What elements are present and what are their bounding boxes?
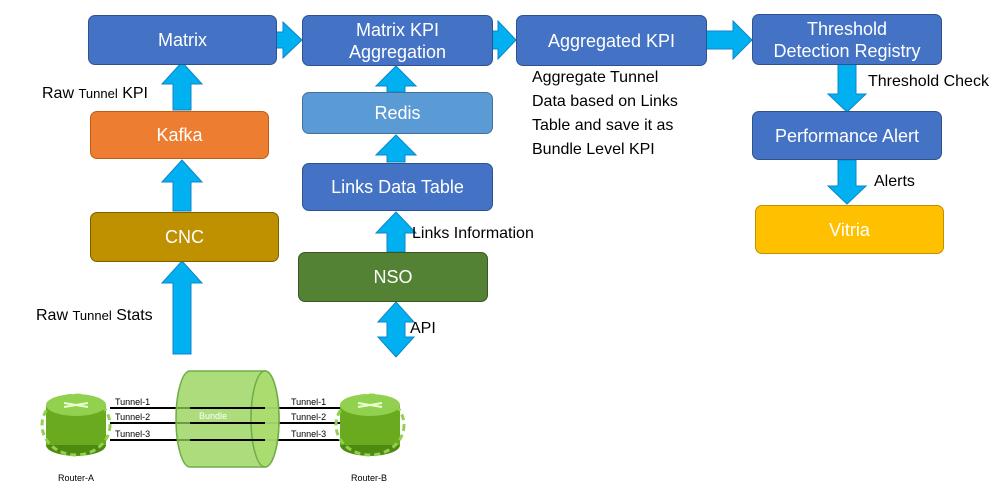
bundle-label: Bundle: [199, 411, 228, 421]
router-b-label: Router-B: [351, 473, 388, 483]
performance-alert-label: Performance Alert: [774, 125, 920, 146]
tunnel-left-1: Tunnel-1: [115, 397, 151, 407]
router-icon: [40, 393, 112, 457]
aggregated-kpi-label: Aggregated KPI: [547, 30, 676, 51]
arrow-down-icon: [826, 63, 868, 113]
router-icon: [334, 393, 406, 457]
label-part: Raw: [42, 85, 75, 102]
note-line: Aggregate Tunnel: [532, 69, 659, 86]
double-arrow-icon: [376, 301, 416, 358]
links-information-label: Links Information: [412, 225, 534, 242]
kafka-label: Kafka: [156, 125, 203, 145]
api-label: API: [410, 320, 436, 337]
cnc-label: CNC: [165, 227, 204, 247]
matrix-kpi-label-line1: Matrix KPI: [355, 19, 439, 40]
note-line: Data based on Links: [532, 93, 678, 110]
vitria-node: Vitria: [755, 205, 944, 254]
tunnel-left-3: Tunnel-3: [115, 429, 151, 439]
label-part: Tunnel: [72, 308, 112, 323]
alerts-label: Alerts: [874, 173, 915, 190]
vitria-label: Vitria: [829, 219, 870, 240]
redis-node: Redis: [302, 92, 493, 134]
label-part: Tunnel: [78, 86, 118, 101]
cnc-node: CNC: [90, 212, 279, 262]
performance-alert-node: Performance Alert: [752, 111, 942, 160]
tunnel-left-2: Tunnel-2: [115, 412, 151, 422]
arrow-up-icon: [374, 211, 418, 253]
arrow-up-icon: [374, 134, 418, 163]
matrix-label: Matrix: [158, 30, 207, 50]
arrow-up-icon: [160, 159, 204, 212]
threshold-detection-registry-node: Threshold Detection Registry: [752, 14, 942, 65]
note-line: Table and save it as: [532, 117, 674, 134]
kafka-node: Kafka: [90, 111, 269, 159]
links-data-table-label: Links Data Table: [331, 177, 464, 197]
threshold-label-line1: Threshold: [806, 18, 888, 39]
aggregated-kpi-node: Aggregated KPI: [516, 15, 707, 66]
arrow-up-icon: [160, 260, 204, 355]
arrow-up-icon: [160, 61, 204, 111]
arrow-up-icon: [374, 65, 418, 93]
nso-node: NSO: [298, 252, 488, 302]
tunnel-right-2: Tunnel-2: [291, 412, 327, 422]
arrow-down-icon: [826, 159, 868, 205]
links-data-table-node: Links Data Table: [302, 163, 493, 211]
matrix-kpi-aggregation-node: Matrix KPI Aggregation: [302, 15, 493, 66]
tunnel-right-3: Tunnel-3: [291, 429, 327, 439]
label-part: Stats: [116, 307, 153, 324]
matrix-kpi-label-line2: Aggregation: [348, 41, 447, 62]
raw-tunnel-stats-label: Raw Tunnel Stats: [36, 306, 153, 326]
label-part: Raw: [36, 307, 69, 324]
bundle-cylinder-icon: [175, 370, 280, 468]
raw-tunnel-kpi-label: Raw Tunnel KPI: [42, 84, 148, 104]
threshold-check-label: Threshold Check: [868, 73, 989, 90]
note-line: Bundle Level KPI: [532, 141, 655, 158]
nso-label: NSO: [373, 267, 413, 287]
redis-label: Redis: [374, 103, 421, 123]
matrix-node: Matrix: [88, 15, 277, 65]
threshold-label-line2: Detection Registry: [773, 40, 921, 61]
arrow-right-icon: [705, 19, 753, 61]
tunnel-right-1: Tunnel-1: [291, 397, 327, 407]
aggregate-note: Aggregate Tunnel Data based on Links Tab…: [532, 66, 732, 162]
label-part: KPI: [122, 85, 148, 102]
router-a-label: Router-A: [58, 473, 95, 483]
